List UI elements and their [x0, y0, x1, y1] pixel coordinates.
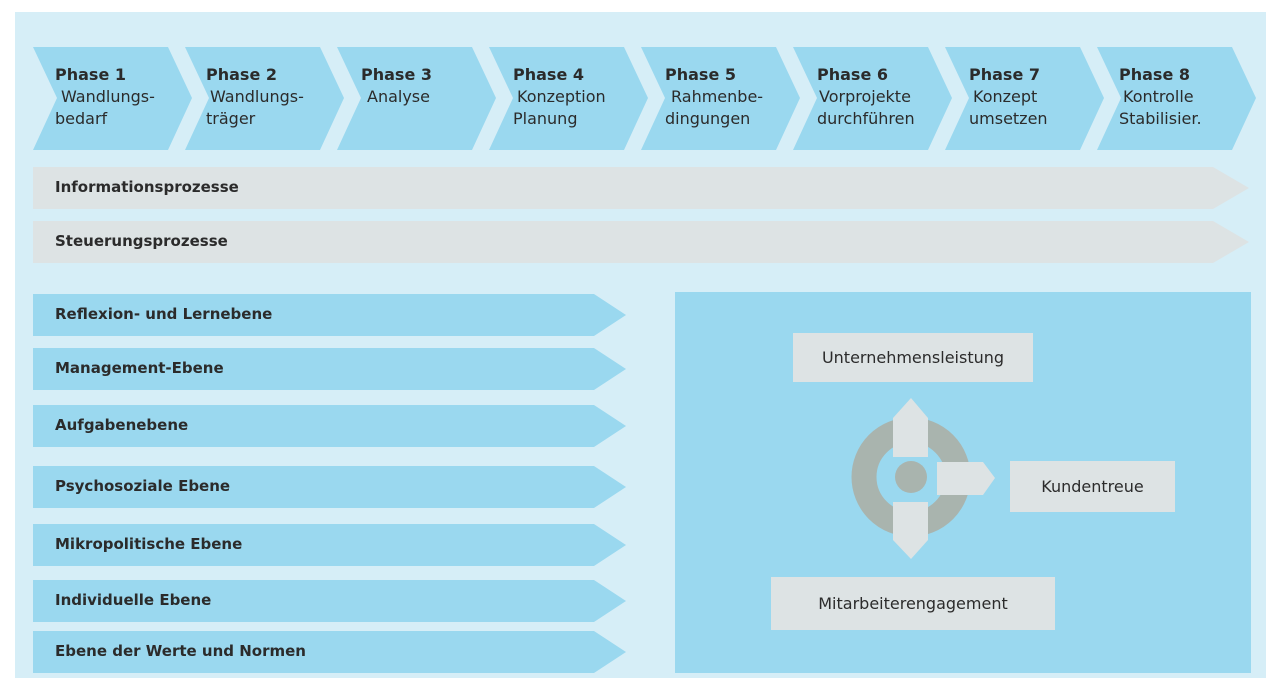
cycle-label-top-text: Unternehmensleistung	[821, 348, 1005, 367]
phase-3: Phase 3 Analyse	[337, 47, 496, 150]
arrow-up-icon	[893, 398, 928, 457]
phase-2: Phase 2 Wandlungs- träger	[185, 47, 344, 150]
phase-line1: Wandlungs-	[61, 87, 155, 106]
phase-1: Phase 1 Wandlungs- bedarf	[33, 47, 192, 150]
level-item: Ebene der Werte und Normen	[33, 631, 626, 673]
level-label: Aufgabenebene	[55, 416, 189, 434]
phase-line2: Planung	[513, 109, 578, 128]
phase-line1: Kontrolle	[1123, 87, 1194, 106]
phase-line1: Analyse	[367, 87, 430, 106]
phase-line2: Stabilisier.	[1119, 109, 1202, 128]
phase-title: Phase 1	[55, 65, 126, 84]
phase-title: Phase 7	[969, 65, 1040, 84]
level-item: Management-Ebene	[33, 348, 626, 390]
level-item: Psychosoziale Ebene	[33, 466, 626, 508]
phase-line1: Wandlungs-	[210, 87, 304, 106]
level-label: Mikropolitische Ebene	[55, 535, 243, 553]
cycle-graphic	[851, 398, 995, 559]
level-item: Aufgabenebene	[33, 405, 626, 447]
information-process-bar: Informationsprozesse	[33, 167, 1249, 209]
level-item: Individuelle Ebene	[33, 580, 626, 622]
control-process-bar: Steuerungsprozesse	[33, 221, 1249, 263]
phase-line2: umsetzen	[969, 109, 1048, 128]
phase-line2: bedarf	[55, 109, 108, 128]
phase-line1: Vorprojekte	[819, 87, 911, 106]
phase-title: Phase 2	[206, 65, 277, 84]
phase-title: Phase 3	[361, 65, 432, 84]
information-process-label: Informationsprozesse	[55, 178, 239, 196]
phase-line2: träger	[206, 109, 256, 128]
phase-7: Phase 7 Konzept umsetzen	[945, 47, 1104, 150]
phase-title: Phase 8	[1119, 65, 1190, 84]
cycle-label-bottom-text: Mitarbeiterengagement	[818, 594, 1008, 613]
performance-cycle-panel: Unternehmensleistung Kundentreue Mitarbe…	[675, 292, 1251, 673]
control-process-label: Steuerungsprozesse	[55, 232, 228, 250]
cycle-label-right: Kundentreue	[1010, 461, 1175, 512]
phase-5: Phase 5 Rahmenbe- dingungen	[641, 47, 800, 150]
cycle-label-top: Unternehmensleistung	[793, 333, 1033, 382]
cycle-center	[895, 461, 927, 493]
phase-6: Phase 6 Vorprojekte durchführen	[793, 47, 952, 150]
phase-title: Phase 5	[665, 65, 736, 84]
phase-line2: dingungen	[665, 109, 751, 128]
phase-line2: durchführen	[817, 109, 915, 128]
level-label: Ebene der Werte und Normen	[55, 642, 306, 660]
level-label: Psychosoziale Ebene	[55, 477, 231, 495]
cycle-label-right-text: Kundentreue	[1041, 477, 1144, 496]
level-label: Management-Ebene	[55, 359, 224, 377]
level-item: Mikropolitische Ebene	[33, 524, 626, 566]
level-item: Reflexion- und Lernebene	[33, 294, 626, 336]
level-label: Reflexion- und Lernebene	[55, 305, 273, 323]
phase-title: Phase 6	[817, 65, 888, 84]
phase-8: Phase 8 Kontrolle Stabilisier.	[1097, 47, 1256, 150]
arrow-right-icon	[937, 462, 995, 495]
arrow-down-icon	[893, 502, 928, 559]
phase-line1: Konzept	[973, 87, 1038, 106]
cycle-label-bottom: Mitarbeiterengagement	[771, 577, 1055, 630]
level-label: Individuelle Ebene	[55, 591, 212, 609]
phase-4: Phase 4 Konzeption Planung	[489, 47, 648, 150]
phase-line1: Konzeption	[517, 87, 606, 106]
phase-line1: Rahmenbe-	[671, 87, 764, 106]
phase-title: Phase 4	[513, 65, 584, 84]
